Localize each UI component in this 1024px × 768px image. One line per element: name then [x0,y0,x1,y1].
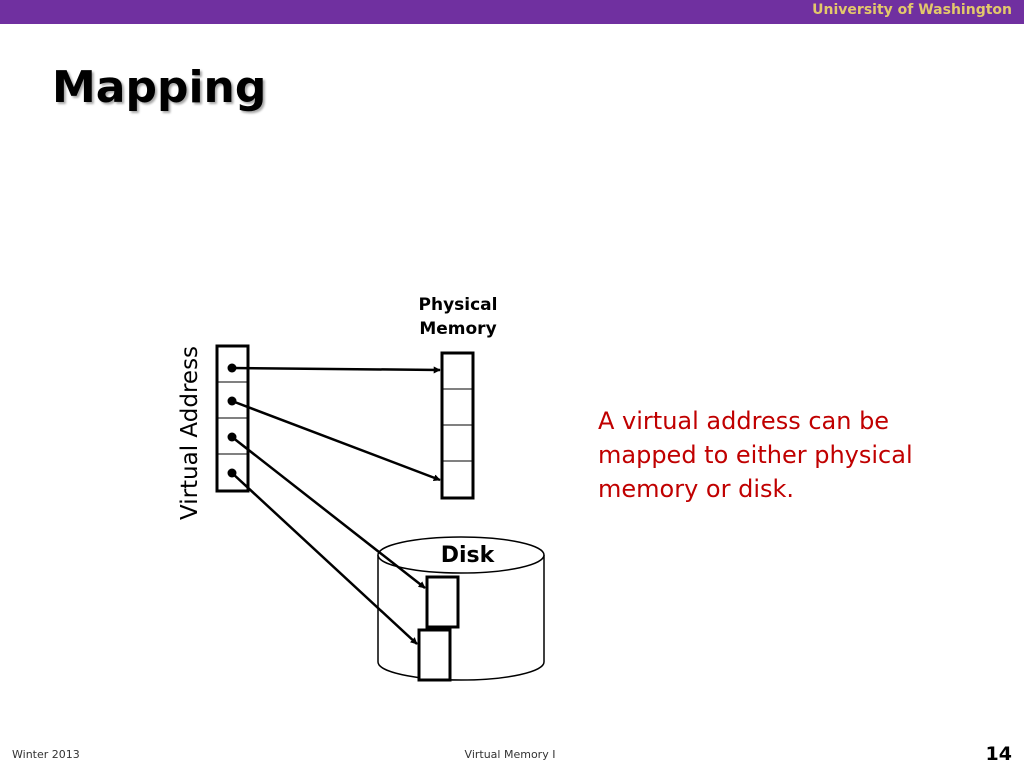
pointer-dot [227,468,237,478]
physical-memory-label: Physical Memory [418,295,498,339]
page-number: 14 [985,743,1012,765]
physical-memory-table [440,351,475,500]
mapping-arrow-to-disk-lower [231,472,418,645]
institution-name: University of Washington [812,2,1012,18]
footer-term: Winter 2013 [12,748,80,761]
page-title: Mapping [52,62,267,113]
pointer-dot [227,432,237,442]
virtual-address-label: Virtual Address [177,345,203,521]
mapping-arrow-to-memory-top [231,366,441,374]
caption-text: A virtual address can be mapped to eithe… [598,407,913,503]
disk-label: Disk [440,543,495,568]
footer-topic: Virtual Memory I [464,748,556,761]
disk-top [377,536,545,574]
disk-page-upper [425,575,460,629]
mapping-arrow-to-disk-upper [231,436,426,589]
mapping-arrow-to-memory-bottom [231,399,441,482]
pointer-dot [227,396,237,406]
disk-page-lower [417,628,452,682]
pointer-dot [227,363,237,373]
header-bar: University of Washington [0,0,1024,24]
